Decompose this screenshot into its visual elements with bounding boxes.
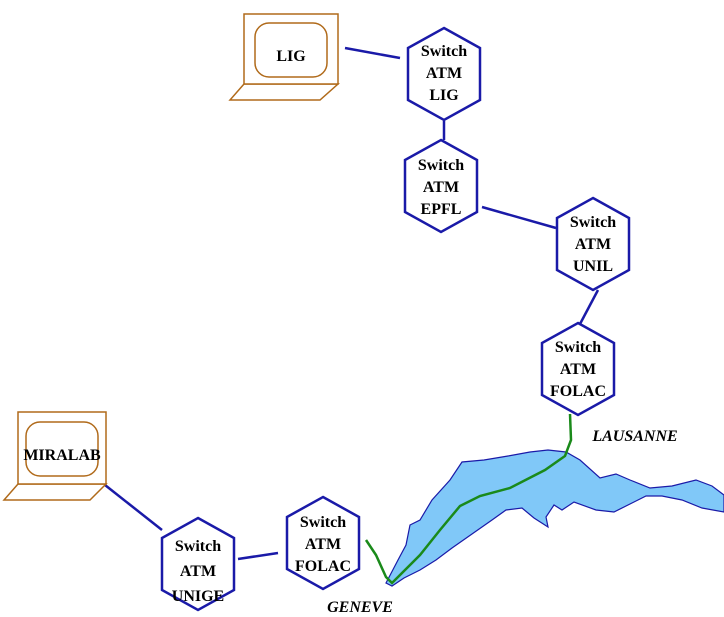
switch-folac-geneve-line3: FOLAC	[295, 558, 351, 575]
terminal-lig-screen	[254, 22, 328, 78]
switch-folac-geneve-line2: ATM	[305, 536, 341, 553]
switch-epfl-line2: ATM	[423, 179, 459, 196]
switch-lig-line3: LIG	[429, 87, 459, 104]
switch-unige-line3: UNIGE	[172, 588, 224, 605]
switch-atm-unil: Switch ATM UNIL	[555, 196, 631, 292]
switch-epfl-hexagon	[403, 138, 479, 234]
switch-atm-unige: Switch ATM UNIGE	[160, 516, 236, 612]
switch-lig-line2: ATM	[426, 65, 462, 82]
switch-unil-line2: ATM	[575, 236, 611, 253]
city-label-lausanne: LAUSANNE	[591, 428, 677, 445]
switch-atm-lig: Switch ATM LIG	[406, 26, 482, 122]
link-unil-folac	[578, 289, 600, 325]
switch-folac-geneve-hexagon	[285, 495, 361, 591]
switch-atm-folac-geneve: Switch ATM FOLAC	[285, 495, 361, 591]
switch-unige-hexagon	[160, 516, 236, 612]
link-lig-terminal-switch	[344, 46, 401, 60]
switch-folac-geneve-line1: Switch	[300, 514, 346, 531]
city-label-geneve: GENEVE	[327, 599, 393, 616]
fiber-link-geneve-lausanne	[364, 413, 573, 585]
switch-lig-hexagon	[406, 26, 482, 122]
switch-atm-folac-lausanne: Switch ATM FOLAC	[540, 321, 616, 417]
terminal-lig-base	[228, 83, 340, 101]
switch-folac-lausanne-line2: ATM	[560, 361, 596, 378]
switch-unil-line3: UNIL	[573, 258, 613, 275]
terminal-miralab-label: MIRALAB	[23, 447, 101, 464]
terminal-miralab-base	[2, 483, 108, 501]
switch-unige-line2: ATM	[180, 563, 216, 580]
terminal-lig: LIG	[228, 13, 340, 101]
terminal-miralab-screen	[25, 421, 99, 477]
switch-atm-epfl: Switch ATM EPFL	[403, 138, 479, 234]
switch-unige-line1: Switch	[175, 538, 221, 555]
switch-folac-lausanne-line3: FOLAC	[550, 383, 606, 400]
switch-folac-lausanne-line1: Switch	[555, 339, 601, 356]
switch-epfl-line3: EPFL	[421, 201, 462, 218]
switch-unil-line1: Switch	[570, 214, 616, 231]
switch-folac-lausanne-hexagon	[540, 321, 616, 417]
switch-epfl-line1: Switch	[418, 157, 464, 174]
switch-lig-line1: Switch	[421, 43, 467, 60]
terminal-miralab: MIRALAB	[2, 411, 108, 501]
switch-unil-hexagon	[555, 196, 631, 292]
link-epfl-unil	[481, 205, 557, 230]
lake-geneva-shape	[385, 449, 724, 587]
link-miralab-unige	[104, 484, 163, 531]
terminal-lig-label: LIG	[276, 48, 306, 65]
link-unige-folac	[237, 551, 279, 561]
